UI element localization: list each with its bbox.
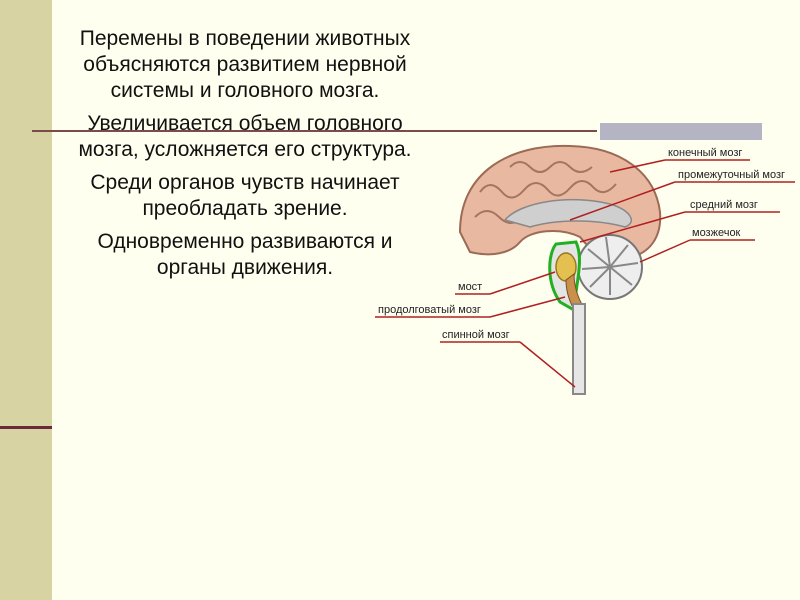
label-midbrain: средний мозг <box>690 199 758 211</box>
brain-diagram: конечный мозг промежуточный мозг средний… <box>375 144 795 395</box>
label-telencephalon: конечный мозг <box>668 147 742 159</box>
paragraph-brain-volume: Увеличивается объем головного мозга, усл… <box>78 112 412 161</box>
paragraph-vision: Среди органов чувств начинает преобладат… <box>90 171 400 220</box>
paragraph-movement-organs: Одновременно развиваются и органы движен… <box>97 230 393 279</box>
sidebar-accent-line <box>0 426 52 429</box>
label-medulla: продолговатый мозг <box>378 304 481 316</box>
paragraph-behavior-changes: Перемены в поведении животных объясняютс… <box>79 27 411 102</box>
decorative-gray-block <box>600 123 762 140</box>
label-cerebellum: мозжечок <box>692 227 741 239</box>
label-diencephalon: промежуточный мозг <box>678 169 785 181</box>
label-pons: мост <box>458 281 482 293</box>
title-divider-line <box>32 130 597 132</box>
label-spinal-cord: спинной мозг <box>442 329 510 341</box>
spinal-cord-shape <box>572 303 586 395</box>
left-sidebar-bar <box>0 0 52 600</box>
slide-text-body: Перемены в поведении животных объясняютс… <box>70 26 420 288</box>
